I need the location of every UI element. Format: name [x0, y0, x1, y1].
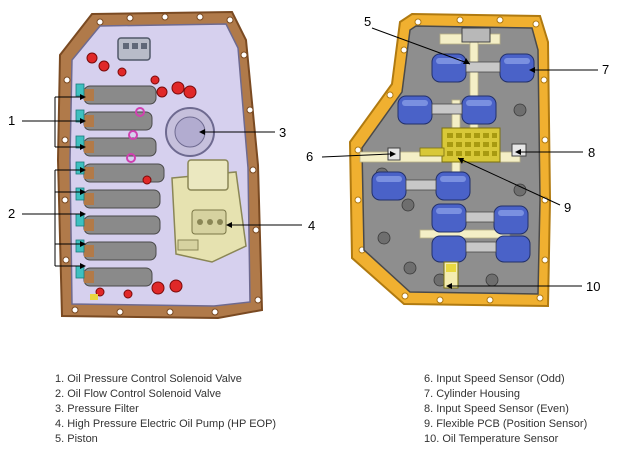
left-gasket-bolt-holes: [61, 13, 262, 316]
legend-item: 9. Flexible PCB (Position Sensor): [424, 418, 588, 430]
legend-item: 8. Input Speed Sensor (Even): [424, 403, 569, 415]
callout-4: 4: [308, 218, 315, 233]
red-plugs: [86, 52, 197, 299]
callout-8: 8: [588, 145, 595, 160]
legend-item: 6. Input Speed Sensor (Odd): [424, 373, 565, 385]
callout-6: 6: [306, 149, 313, 164]
legend-left: 1. Oil Pressure Control Solenoid Valve 2…: [55, 372, 276, 447]
legend-item: 7. Cylinder Housing: [424, 388, 520, 400]
legend-item: 3. Pressure Filter: [55, 403, 139, 415]
port-rings: [126, 107, 145, 163]
callout-3: 3: [279, 125, 286, 140]
flexible-pcb: [419, 127, 501, 163]
callout-10: 10: [586, 279, 600, 294]
callout-5: 5: [364, 14, 371, 29]
right-callout-lines: [321, 27, 598, 287]
left-callout-lines: [22, 96, 302, 267]
legend-item: 4. High Pressure Electric Oil Pump (HP E…: [55, 418, 277, 430]
legend-item: 10. Oil Temperature Sensor: [424, 433, 559, 445]
callout-2: 2: [8, 206, 15, 221]
legend-right: 6. Input Speed Sensor (Odd) 7. Cylinder …: [424, 372, 587, 447]
right-cylinder-unit-illustration: [348, 12, 552, 308]
legend-item: 2. Oil Flow Control Solenoid Valve: [55, 388, 222, 400]
legend-item: 5. Piston: [55, 433, 98, 445]
left-valve-body-illustration: [56, 10, 264, 320]
callout-1: 1: [8, 113, 15, 128]
solenoid-valves: [75, 83, 165, 287]
right-gasket-bolt-holes: [354, 16, 549, 304]
callout-9: 9: [564, 200, 571, 215]
legend-item: 1. Oil Pressure Control Solenoid Valve: [55, 373, 242, 385]
callout-7: 7: [602, 62, 609, 77]
hp-eop-oil-pump: [171, 159, 247, 263]
